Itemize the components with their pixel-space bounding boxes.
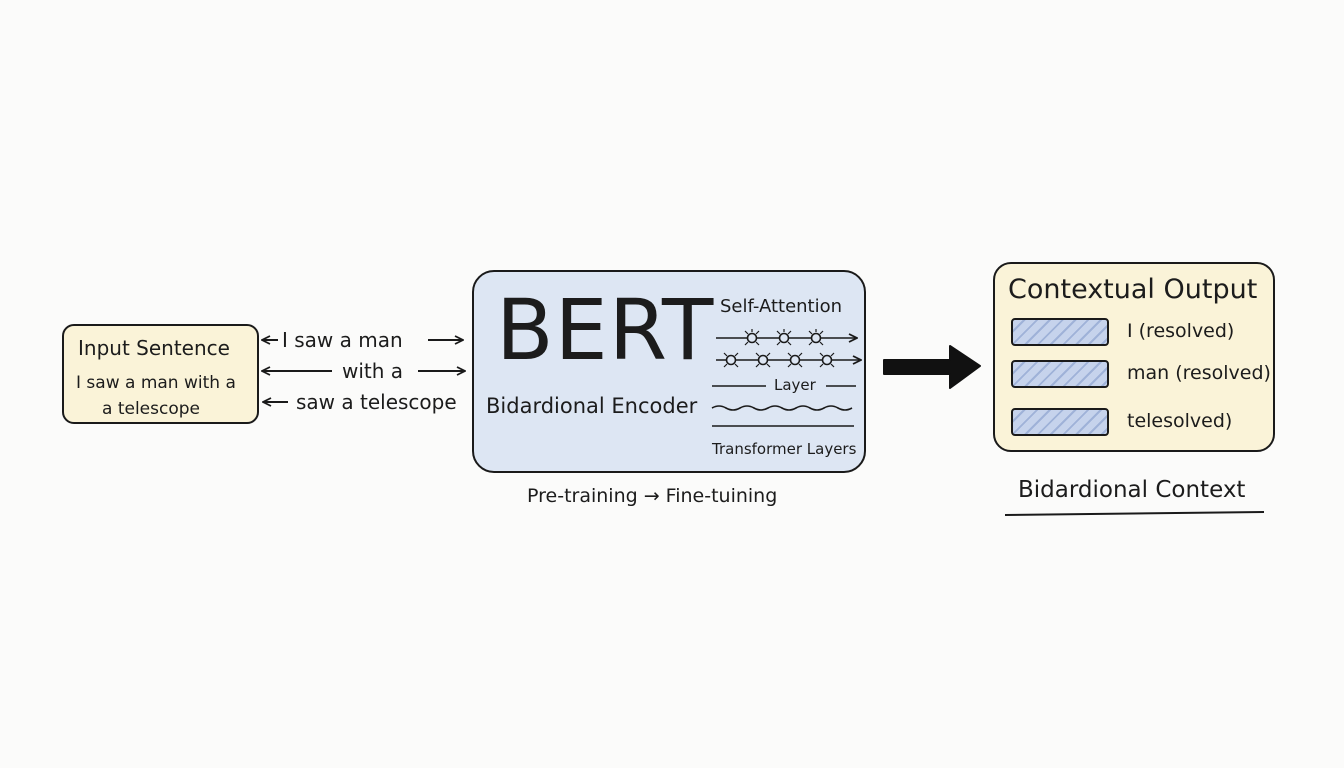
output-item-label: telesolved) xyxy=(1127,410,1233,432)
input-line-2: a telescope xyxy=(102,399,200,419)
context-underline xyxy=(1004,511,1265,516)
input-sentence-box: Input Sentence I saw a man with a a tele… xyxy=(62,324,259,424)
input-sentence-text: I saw a man with a a telescope xyxy=(76,370,236,422)
output-item-label: man (resolved) xyxy=(1127,362,1271,384)
bert-title: BERT xyxy=(496,281,715,379)
input-title: Input Sentence xyxy=(78,336,230,360)
bert-subtitle: Bidardional Encoder xyxy=(486,394,698,418)
bidirectional-context-label: Bidardional Context xyxy=(1018,477,1246,503)
output-item-label: I (resolved) xyxy=(1127,320,1235,342)
token-embedding-bar xyxy=(1011,408,1109,436)
transformer-layers-label: Transformer Layers xyxy=(712,440,857,458)
layer-label: Layer xyxy=(774,376,816,394)
arrow-label-3: saw a telescope xyxy=(296,390,457,414)
arrow-label-2: with a xyxy=(342,359,404,383)
self-attention-label: Self-Attention xyxy=(720,296,843,317)
output-item: I (resolved) xyxy=(1011,318,1271,350)
contextual-output-box: Contextual Output I (resolved) man (reso… xyxy=(993,262,1275,452)
pretraining-caption: Pre-training → Fine-tuining xyxy=(527,485,778,507)
bert-encoder-box: BERT Bidardional Encoder Self-Attention … xyxy=(472,270,866,473)
big-right-arrow xyxy=(883,345,981,389)
output-item: man (resolved) xyxy=(1011,360,1271,392)
token-embedding-bar xyxy=(1011,318,1109,346)
input-line-1: I saw a man with a xyxy=(76,373,236,393)
arrow-label-1: I saw a man xyxy=(282,328,403,352)
token-embedding-bar xyxy=(1011,360,1109,388)
output-title: Contextual Output xyxy=(1008,274,1258,305)
output-item: telesolved) xyxy=(1011,408,1271,440)
